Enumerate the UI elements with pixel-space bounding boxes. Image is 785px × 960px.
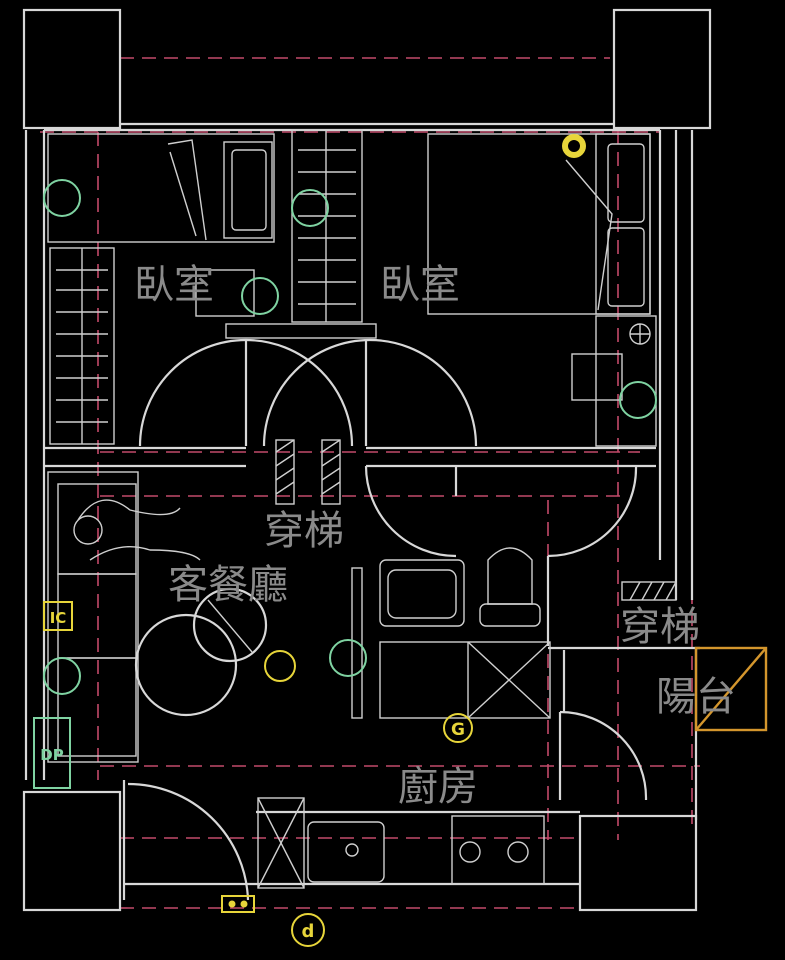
dp-label: DP	[40, 746, 63, 764]
grid-lines	[40, 57, 700, 909]
living-dining	[47, 465, 638, 763]
column-top-right	[612, 8, 712, 130]
dp-box	[33, 717, 71, 789]
d-circle	[291, 913, 325, 947]
column-bottom-right	[578, 814, 698, 912]
desk-right	[595, 315, 657, 447]
sofa	[47, 471, 139, 763]
door-swing-bath	[547, 465, 638, 558]
symbol-labels: IC DP G d	[33, 601, 473, 947]
bedroom-left-label: 臥室	[134, 262, 214, 308]
bed-right	[427, 133, 651, 315]
column-top-left	[22, 8, 122, 130]
balcony-door-swing	[559, 710, 648, 801]
dining-table	[134, 613, 238, 717]
balcony-label: 陽台	[656, 674, 736, 720]
green-marker	[291, 189, 329, 227]
ic-label: IC	[50, 609, 67, 627]
dining-chair	[192, 587, 268, 663]
g-label: G	[451, 720, 465, 740]
door-swing-right	[262, 338, 478, 447]
living-dining-label: 客餐廳	[168, 562, 288, 608]
hanger-marks-left	[56, 269, 108, 423]
corridor-label: 穿梯	[264, 508, 344, 554]
entry-door-swing	[127, 782, 250, 901]
kitchen-sink	[307, 821, 385, 883]
balcony-box	[694, 646, 768, 732]
kitchen-label: 廚房	[398, 764, 478, 810]
room-labels: 臥室 臥室 穿梯 客餐廳 穿梯 陽台 廚房	[134, 262, 736, 810]
person-figure	[77, 499, 201, 561]
green-marker	[329, 639, 367, 677]
right-bedroom	[262, 129, 657, 447]
g-circle	[443, 713, 473, 743]
green-marker	[241, 277, 279, 315]
left-bedroom	[47, 133, 377, 447]
stove	[451, 815, 545, 885]
outlet-marker	[221, 895, 255, 913]
bedroom-right-label: 臥室	[380, 262, 460, 308]
yellow-marker	[264, 650, 296, 682]
d-label: d	[302, 921, 315, 942]
green-marker	[43, 179, 81, 217]
corridor-label-2: 穿梯	[620, 604, 700, 650]
hatched-bar	[621, 581, 677, 601]
desk-chair-left	[195, 269, 255, 317]
walls	[22, 8, 712, 912]
green-marker	[43, 657, 81, 695]
toilet	[487, 547, 533, 605]
markers	[43, 134, 768, 913]
column-bottom-left	[22, 790, 122, 912]
door-swing-corridor	[364, 465, 457, 558]
corridor-posts	[275, 439, 677, 601]
green-marker	[619, 381, 657, 419]
basin	[379, 559, 465, 627]
fixtures	[127, 547, 648, 901]
wardrobe-center	[291, 129, 363, 323]
ic-box	[43, 601, 73, 631]
